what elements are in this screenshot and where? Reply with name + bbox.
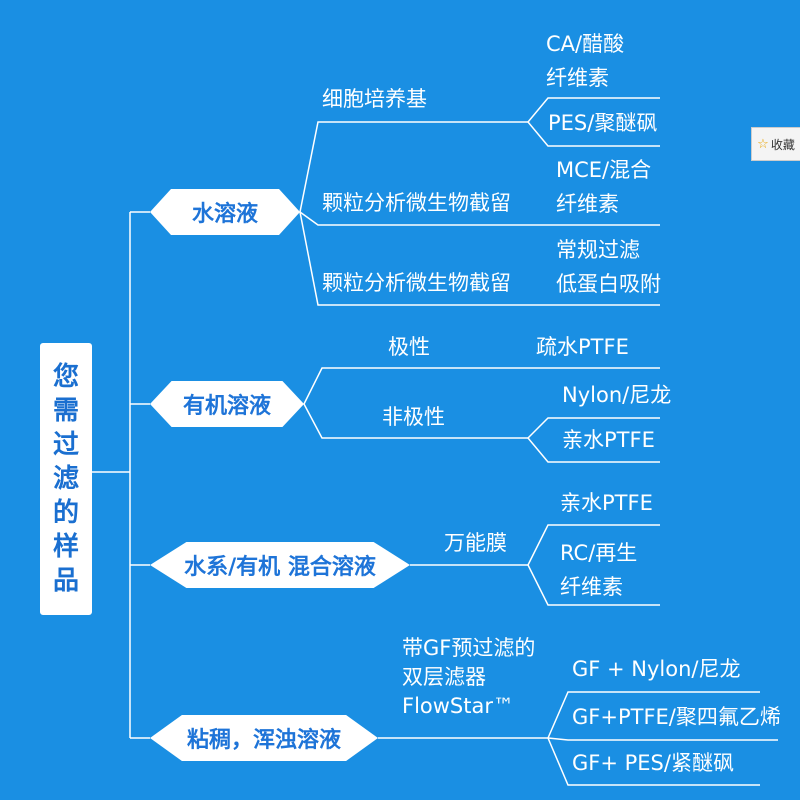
category-viscous: 粘稠，浑浊溶液 bbox=[150, 715, 378, 761]
root-char: 滤 bbox=[52, 464, 79, 494]
text-line: 常规过滤 bbox=[556, 238, 640, 262]
root-char: 品 bbox=[52, 566, 79, 596]
application-cell-culture: 细胞培养基 bbox=[322, 87, 427, 111]
membrane-rc: RC/再生 纤维素 bbox=[560, 536, 637, 604]
text-line: CA/醋酸 bbox=[546, 32, 625, 56]
category-organic: 有机溶液 bbox=[150, 381, 304, 427]
membrane-gf-nylon: GF + Nylon/尼龙 bbox=[572, 657, 741, 681]
text-line: 纤维素 bbox=[560, 575, 623, 599]
bookmark-button[interactable]: ☆ 收藏 bbox=[751, 127, 800, 161]
text-line: 纤维素 bbox=[556, 192, 619, 216]
application-particle-analysis: 颗粒分析微生物截留 bbox=[322, 271, 511, 295]
root-char: 您 bbox=[52, 362, 79, 392]
text-line: 双层滤器 bbox=[402, 665, 486, 689]
text-line: RC/再生 bbox=[560, 541, 638, 565]
membrane-gf-ptfe: GF+PTFE/聚四氟乙烯 bbox=[572, 705, 781, 729]
root-node: 您 需 过 滤 的 样 品 bbox=[40, 343, 92, 615]
application-gf-prefilter: 带GF预过滤的 双层滤器 FlowStar™ bbox=[402, 634, 535, 721]
root-char: 需 bbox=[52, 396, 79, 426]
root-char: 样 bbox=[52, 532, 79, 562]
bookmark-label: 收藏 bbox=[770, 137, 795, 152]
text-line: 低蛋白吸附 bbox=[556, 272, 661, 296]
category-aqueous: 水溶液 bbox=[150, 189, 300, 235]
membrane-pes: PES/聚醚砜 bbox=[548, 111, 658, 135]
application-nonpolar: 非极性 bbox=[382, 405, 445, 429]
application-particle-analysis: 颗粒分析微生物截留 bbox=[322, 191, 511, 215]
root-char: 的 bbox=[52, 498, 79, 528]
membrane-ca: CA/醋酸 纤维素 bbox=[546, 27, 624, 95]
star-icon: ☆ bbox=[757, 136, 769, 152]
category-mixed: 水系/有机 混合溶液 bbox=[150, 542, 410, 588]
membrane-hydrophilic-ptfe: 亲水PTFE bbox=[560, 491, 653, 515]
text-line: 纤维素 bbox=[546, 66, 609, 90]
text-line: FlowStar™ bbox=[402, 694, 515, 718]
membrane-mce: MCE/混合 纤维素 bbox=[556, 153, 651, 221]
membrane-regular: 常规过滤 低蛋白吸附 bbox=[556, 233, 661, 301]
application-universal: 万能膜 bbox=[444, 531, 507, 555]
membrane-nylon: Nylon/尼龙 bbox=[562, 383, 672, 407]
root-char: 过 bbox=[52, 430, 79, 460]
membrane-hydrophobic-ptfe: 疏水PTFE bbox=[536, 335, 629, 359]
text-line: 带GF预过滤的 bbox=[402, 636, 536, 660]
application-polar: 极性 bbox=[388, 335, 430, 359]
membrane-gf-pes: GF+ PES/紧醚砜 bbox=[572, 751, 734, 775]
membrane-hydrophilic-ptfe: 亲水PTFE bbox=[562, 428, 655, 452]
text-line: MCE/混合 bbox=[556, 158, 652, 182]
